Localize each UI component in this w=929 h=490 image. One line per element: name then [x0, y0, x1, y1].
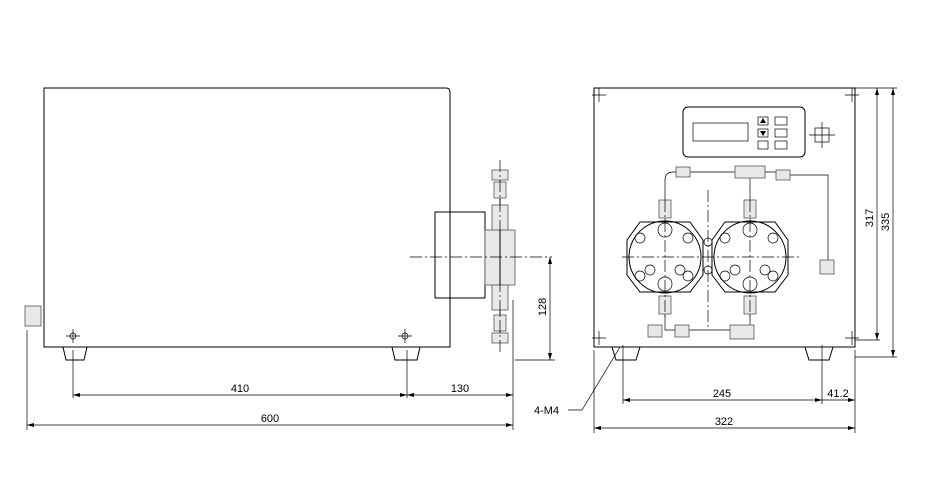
front-enclosure — [593, 87, 856, 348]
key-1[interactable] — [757, 140, 769, 150]
key-4[interactable] — [774, 140, 788, 150]
dim-322: 322 — [715, 416, 733, 428]
dim-128: 128 — [537, 298, 549, 316]
dim-410: 410 — [231, 383, 249, 395]
front-feet — [611, 346, 834, 361]
m4-leader-line — [568, 346, 621, 411]
front-tubing — [647, 165, 835, 340]
control-panel — [682, 106, 806, 158]
side-cable-gland — [24, 305, 42, 327]
dim-130: 130 — [451, 383, 469, 395]
crosshair-mark-icon — [809, 122, 835, 148]
side-feet — [62, 346, 421, 361]
lcd-display — [692, 122, 749, 142]
side-enclosure — [43, 87, 451, 348]
pump-flange — [434, 211, 486, 299]
dim-600: 600 — [261, 413, 279, 425]
dim-317: 317 — [864, 209, 876, 227]
down-arrow-button[interactable] — [757, 128, 769, 138]
front-centerlines — [622, 190, 800, 330]
dim-41-2: 41.2 — [827, 388, 848, 400]
dim-335: 335 — [880, 213, 892, 231]
dim-245: 245 — [713, 388, 731, 400]
front-view: 245 41.2 322 317 335 4-M4 — [534, 87, 897, 433]
front-dimensions: 245 41.2 322 317 335 4-M4 — [534, 87, 897, 433]
key-3[interactable] — [774, 128, 788, 138]
side-tubing-fittings — [491, 169, 509, 344]
side-dimensions: 410 130 600 128 — [26, 257, 555, 430]
side-mount-screws — [66, 329, 412, 343]
key-2[interactable] — [774, 116, 788, 126]
callout-4-m4: 4-M4 — [534, 405, 559, 417]
side-view: 410 130 600 128 — [24, 87, 555, 430]
up-arrow-button[interactable] — [757, 116, 769, 126]
corner-screws — [592, 88, 859, 345]
